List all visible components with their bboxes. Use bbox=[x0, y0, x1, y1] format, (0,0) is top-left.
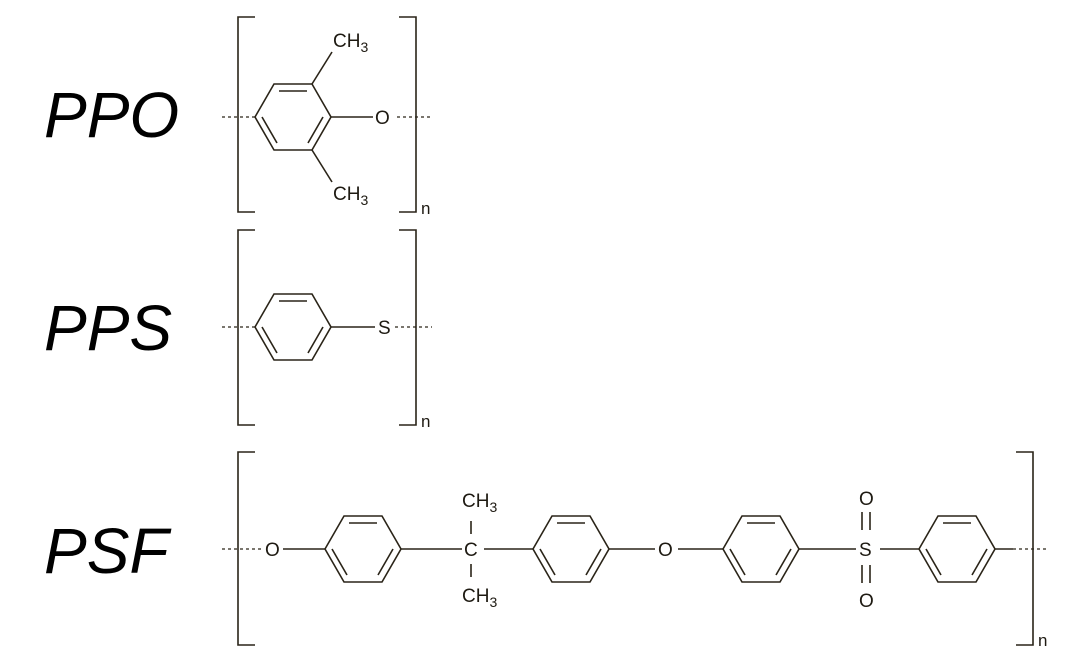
psf-inner-bond bbox=[585, 548, 602, 576]
ppo-methyl-bottom-bond bbox=[311, 149, 333, 183]
pps-structure: PPS n S bbox=[44, 229, 432, 431]
ppo-right-bracket bbox=[399, 16, 417, 213]
psf-inner-bond bbox=[729, 548, 746, 576]
ppo-oxygen-label: O bbox=[375, 108, 390, 129]
ppo-inner-bond bbox=[307, 116, 324, 144]
ppo-name: PPO bbox=[44, 79, 179, 151]
psf-inner-bond bbox=[925, 548, 942, 576]
psf-inner-bond bbox=[775, 548, 792, 576]
ppo-repeat-n: n bbox=[421, 199, 430, 218]
psf-sulfonyl-oxygen-bottom-label: O bbox=[859, 591, 874, 612]
psf-structure: PSF n O C CH3 CH3 O bbox=[44, 451, 1048, 650]
psf-benzene-ring-2 bbox=[532, 515, 610, 583]
pps-name: PPS bbox=[44, 292, 172, 364]
psf-benzene-ring-3 bbox=[722, 515, 800, 583]
psf-carbon-label: C bbox=[464, 540, 478, 561]
psf-sulfur-label: S bbox=[859, 540, 872, 561]
ppo-benzene-ring bbox=[254, 83, 332, 151]
pps-left-bracket bbox=[237, 229, 255, 426]
psf-benzene-ring-1 bbox=[324, 515, 402, 583]
pps-sulfur-label: S bbox=[378, 318, 391, 339]
pps-inner-bond bbox=[261, 326, 278, 354]
pps-benzene-ring bbox=[254, 293, 332, 361]
psf-inner-bond bbox=[377, 548, 394, 576]
ppo-structure: PPO n CH3 O CH3 bbox=[44, 16, 432, 218]
ppo-methyl-bottom-label: CH3 bbox=[333, 184, 368, 208]
psf-name: PSF bbox=[44, 515, 172, 587]
psf-benzene-ring-4 bbox=[918, 515, 996, 583]
psf-repeat-n: n bbox=[1038, 631, 1047, 650]
pps-repeat-n: n bbox=[421, 412, 430, 431]
ppo-left-bracket bbox=[237, 16, 255, 213]
psf-methyl-top-label: CH3 bbox=[462, 491, 497, 515]
psf-methyl-bottom-label: CH3 bbox=[462, 586, 497, 610]
psf-inner-bond bbox=[971, 548, 988, 576]
pps-inner-bond bbox=[307, 326, 324, 354]
psf-inner-bond bbox=[539, 548, 556, 576]
ppo-inner-bond bbox=[261, 116, 278, 144]
psf-inner-bond bbox=[331, 548, 348, 576]
psf-sulfonyl-oxygen-top-label: O bbox=[859, 489, 874, 510]
psf-oxygen-2-label: O bbox=[658, 540, 673, 561]
ppo-methyl-top-label: CH3 bbox=[333, 31, 368, 55]
ppo-methyl-top-bond bbox=[311, 51, 333, 85]
psf-right-bracket bbox=[1016, 451, 1034, 646]
psf-oxygen-1-label: O bbox=[265, 540, 280, 561]
psf-left-bracket bbox=[237, 451, 255, 646]
